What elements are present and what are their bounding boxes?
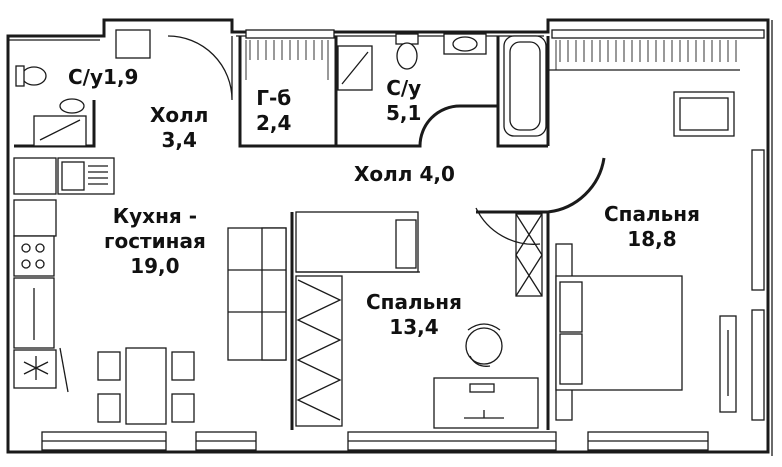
room-label-storage: Г-б 2,4 — [256, 86, 291, 136]
hall-1-door — [167, 35, 233, 101]
room-name: С/у — [68, 65, 104, 89]
room-label-bedroom-2: Спальня 13,4 — [366, 290, 462, 340]
kitchen-living-furniture — [13, 157, 287, 425]
room-name: Спальня — [366, 290, 462, 314]
room-area: 5,1 — [386, 101, 422, 125]
room-name: Спальня — [604, 202, 700, 226]
room-name: С/у — [386, 76, 422, 100]
room-label-hall-1: Холл 3,4 — [150, 103, 208, 153]
room-area: 1,9 — [103, 65, 139, 89]
window-right — [751, 149, 765, 421]
room-label-bedroom-1: Спальня 18,8 — [604, 202, 700, 252]
room-area: 13,4 — [389, 315, 439, 339]
bathroom-1 — [14, 29, 151, 148]
bedroom-2-furniture — [295, 207, 541, 429]
room-area: 19,0 — [130, 254, 180, 278]
room-label-bath-1: С/у1,9 — [68, 65, 138, 90]
room-name: Холл — [150, 103, 209, 127]
room-label-kitchen: Кухня - гостиная 19,0 — [104, 204, 206, 279]
room-label-hall-2: Холл 4,0 — [354, 162, 455, 187]
room-label-bath-2: С/у 5,1 — [386, 76, 421, 126]
bedroom-1-walls — [290, 36, 606, 430]
room-name: Кухня - — [112, 204, 198, 228]
room-area: 4,0 — [419, 162, 455, 186]
window-top — [245, 29, 765, 39]
room-name-line-2: гостиная — [104, 229, 206, 253]
room-area: 3,4 — [161, 128, 197, 152]
bathroom-2 — [336, 33, 548, 148]
room-name: Холл — [354, 162, 413, 186]
storage-room — [238, 36, 338, 148]
window-bottom — [41, 431, 709, 451]
room-area: 2,4 — [256, 111, 292, 135]
bedroom-1-furniture — [515, 40, 740, 421]
room-name: Г-б — [256, 86, 292, 110]
room-area: 18,8 — [627, 227, 677, 251]
